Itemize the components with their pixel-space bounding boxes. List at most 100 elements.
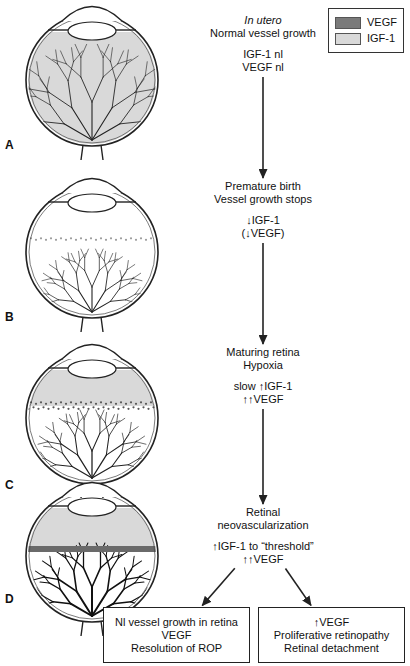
retinal-vessel (100, 553, 101, 568)
retinal-vessel (135, 581, 144, 583)
vegf-dot (35, 239, 37, 241)
sclera-outline (26, 352, 158, 484)
stage-line: Nl vessel growth in retina (108, 616, 245, 629)
iris (114, 505, 136, 506)
lens (68, 498, 116, 516)
retinal-vessel (99, 262, 109, 271)
panel-letter: A (5, 138, 14, 152)
retinal-vessel (116, 64, 126, 81)
retinal-vessel (34, 606, 41, 612)
vegf-dot (140, 401, 142, 403)
vegf-dot (87, 408, 89, 410)
retinal-vessel (46, 56, 58, 64)
retinal-vessel (110, 558, 118, 571)
stage-line: Retinal neovascularization (207, 506, 319, 532)
connector-arrow (285, 568, 311, 605)
retinal-vessel (62, 270, 64, 278)
retinal-vessel (30, 89, 49, 92)
vegf-dot (65, 403, 67, 405)
vegf-dot (130, 401, 132, 403)
vegf-dot (135, 403, 137, 405)
optic-nerve (81, 621, 103, 636)
stage-line: In utero (178, 14, 348, 27)
retinal-vessel (64, 124, 92, 140)
retinal-vessel (101, 51, 110, 62)
retinal-vessel (66, 64, 81, 77)
retinal-vessel (122, 442, 124, 454)
retinal-vessel (47, 282, 55, 284)
cornea (62, 179, 122, 194)
vegf-dot (127, 408, 129, 410)
stage-line: Normal vessel growth (178, 27, 348, 40)
retina-outline (29, 17, 155, 143)
retinal-vessel (92, 108, 112, 140)
retinal-vessel (126, 50, 128, 64)
vegf-dot (145, 239, 147, 241)
vegf-dot (55, 239, 57, 241)
retinal-vessel (139, 571, 148, 577)
retinal-vessel (74, 571, 77, 592)
retinal-vessel (105, 273, 108, 291)
retinal-vessel (119, 283, 129, 289)
stage-line: Premature birth (178, 180, 348, 193)
retinal-vessel (70, 415, 74, 424)
retinal-vessel (136, 302, 144, 304)
retinal-vessel (72, 108, 92, 140)
vegf-dot (40, 401, 42, 403)
vegf-dot (140, 237, 142, 239)
retinal-vessel (92, 568, 100, 587)
retinal-vessel (115, 257, 123, 262)
retinal-vessel (49, 265, 57, 270)
vegf-dot (47, 408, 49, 410)
retinal-vessel (38, 468, 44, 474)
retinal-vessel (120, 121, 143, 123)
retinal-vessel (45, 577, 60, 580)
retinal-vessel (40, 302, 48, 304)
retinal-vessel (39, 436, 47, 442)
retinal-vessel (81, 249, 85, 258)
stage-line: Resolution of ROP (108, 642, 245, 655)
vegf-dot (80, 237, 82, 239)
stage-line: ↓IGF-1 (178, 214, 348, 227)
retinal-vessel (135, 77, 138, 89)
retinal-vessel (133, 273, 141, 278)
retinal-vessel (92, 433, 100, 451)
retinal-vessel (113, 589, 123, 603)
retinal-vessel (140, 468, 146, 474)
retinal-vessel (50, 556, 52, 567)
vegf-dot (132, 406, 134, 408)
vegf-dot (90, 401, 92, 403)
iris (114, 367, 136, 368)
retinal-vessel (58, 568, 60, 577)
retinal-vessel (13, 125, 25, 126)
vegf-dot (85, 239, 87, 241)
stage-text: In uteroNormal vessel growthIGF-1 nlVEGF… (178, 14, 348, 74)
retinal-vessel (103, 64, 118, 77)
retinal-vessel (158, 103, 165, 113)
retinal-vessel (135, 76, 145, 93)
retinal-vessel (66, 558, 74, 571)
stage-text: Premature birthVessel growth stops↓IGF-1… (178, 180, 348, 240)
vegf-dot (85, 403, 87, 405)
retinal-vessel (137, 79, 144, 89)
retinal-vessel (126, 56, 138, 64)
retinal-vessel (79, 251, 80, 260)
retinal-vessel (104, 261, 108, 273)
retinal-vessel (99, 415, 105, 423)
retinal-vessel (124, 435, 129, 442)
sclera-outline (26, 14, 158, 146)
retinal-vessel (51, 567, 59, 580)
retinal-vessel (75, 436, 78, 455)
vegf-dot (32, 406, 34, 408)
vegf-dot (90, 237, 92, 239)
panel-letter: C (5, 478, 14, 492)
connector-arrow (262, 243, 264, 344)
stage-line: ↑VEGF (263, 616, 400, 629)
iris (114, 29, 136, 30)
retinal-vessel (58, 64, 68, 81)
legend-text: IGF-1 (367, 32, 395, 45)
retina-layer (26, 508, 158, 616)
retinal-vessel (124, 583, 135, 589)
retinal-vessel (51, 278, 64, 280)
retinal-vessel (53, 59, 66, 63)
